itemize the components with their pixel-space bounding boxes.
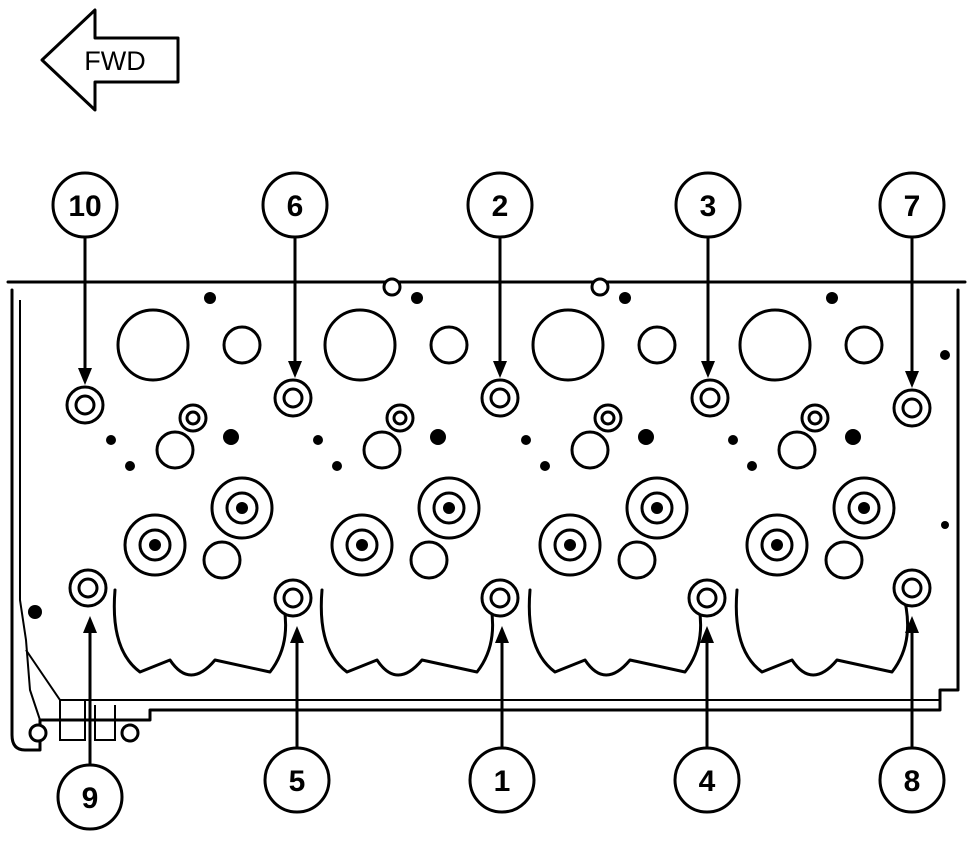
svg-text:9: 9 [82,782,99,815]
cylinder-2 [313,292,495,677]
callout-5: 5 [263,746,331,814]
head-bolt-10 [65,385,105,425]
svg-text:1: 1 [494,765,511,798]
callout-1: 1 [468,746,536,814]
callout-3: 3 [674,171,742,239]
svg-text:8: 8 [904,765,921,798]
forward-direction-indicator: FWD [40,8,180,112]
svg-text:10: 10 [68,190,101,223]
head-bolt-4 [687,578,727,618]
head-bolt-8 [892,568,932,608]
svg-text:4: 4 [699,765,716,798]
callout-8: 8 [878,746,946,814]
svg-text:5: 5 [289,765,306,798]
head-bolt-1 [480,578,520,618]
callout-9: 9 [56,763,124,831]
svg-text:3: 3 [700,190,717,223]
svg-text:7: 7 [904,190,921,223]
callout-10: 10 [51,171,119,239]
head-bolt-9 [68,568,108,608]
head-bolt-5 [273,578,313,618]
leader-lines [78,236,919,767]
callout-6: 6 [261,171,329,239]
head-bolt-2 [480,378,520,418]
svg-text:6: 6 [287,190,304,223]
head-bolt-3 [690,378,730,418]
forward-label: FWD [84,46,145,76]
cylinder-4 [728,292,910,677]
left-arrow-icon [40,8,180,112]
svg-text:2: 2 [492,190,509,223]
cylinder-3 [521,292,703,677]
cylinder-1 [106,292,288,677]
head-bolt-7 [892,388,932,428]
callout-4: 4 [673,746,741,814]
cylinder-head-outline [6,277,967,752]
callout-2: 2 [466,171,534,239]
callout-7: 7 [878,171,946,239]
head-bolt-6 [273,378,313,418]
